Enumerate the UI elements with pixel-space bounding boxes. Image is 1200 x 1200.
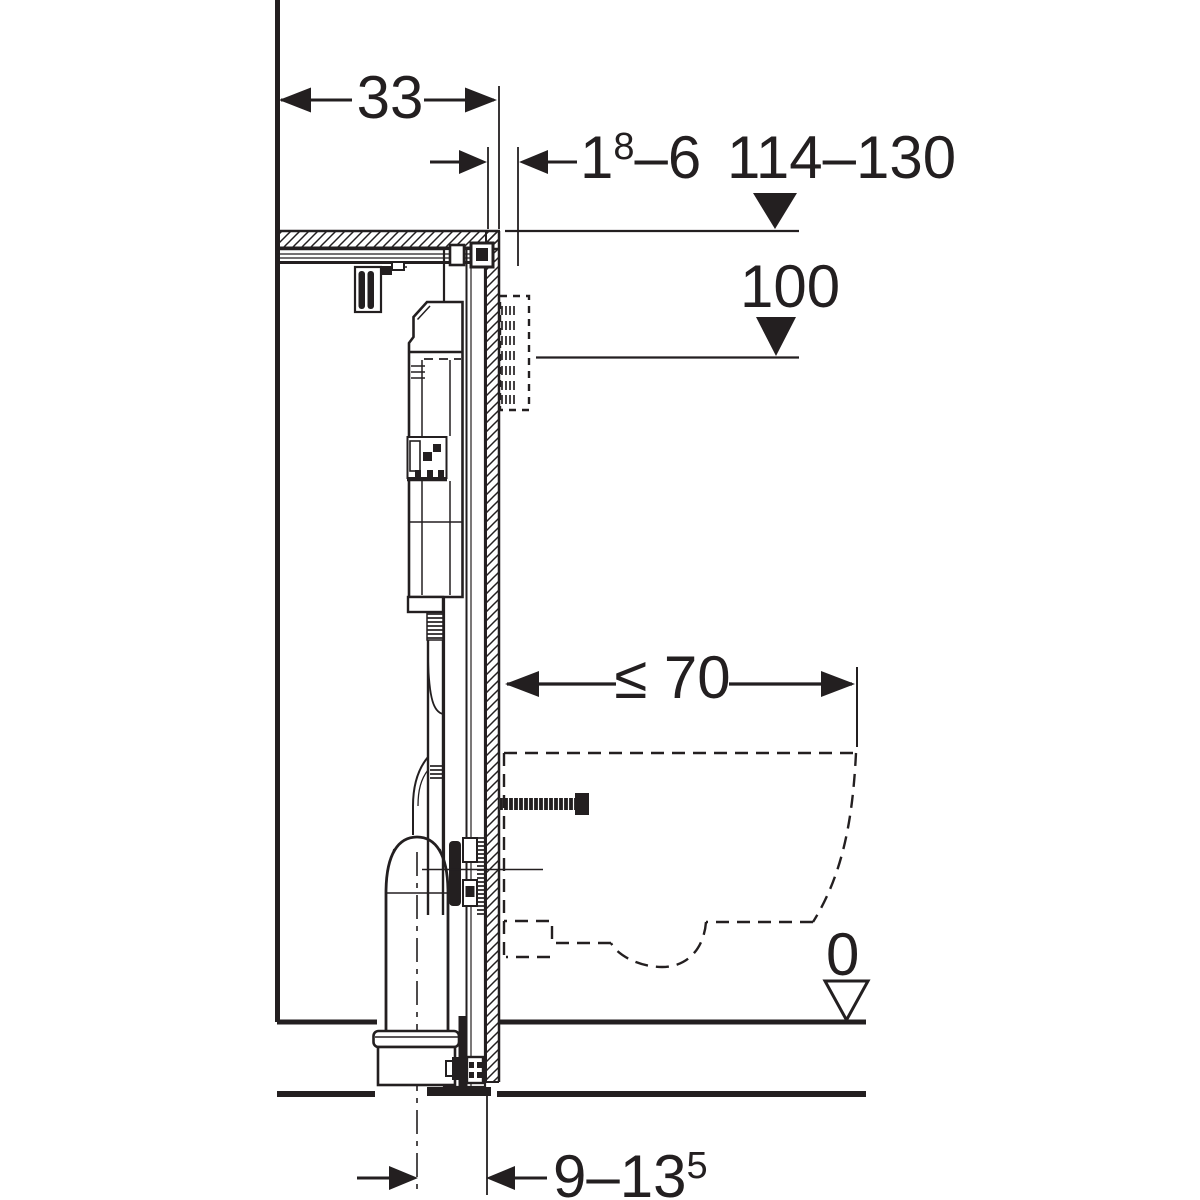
label-outlet-offset: 9–135 — [553, 1143, 708, 1200]
label-cladding-thickness: 18–6 — [580, 124, 702, 191]
wc-pan-outline — [502, 751, 858, 969]
prewall-top-panel — [277, 229, 500, 251]
label-top-edge-height: 114–130 — [727, 124, 957, 191]
wc-fixing-rod — [499, 793, 589, 815]
dimension-floor-level — [822, 979, 871, 1024]
flush-valve — [406, 436, 448, 479]
cistern-outlet-fitting — [406, 595, 445, 641]
dimension-actuator-height — [536, 317, 799, 359]
dimension-bowl-depth — [505, 667, 858, 747]
label-actuator-height: 100 — [740, 253, 841, 320]
arrowhead-left-icon — [519, 150, 548, 174]
concealed-cistern — [406, 300, 464, 599]
rail-connector — [448, 243, 466, 267]
label-frame-depth: 33 — [356, 64, 424, 131]
dimension-outlet-offset — [357, 1095, 547, 1195]
wall-bracket — [353, 261, 407, 314]
front-cladding — [485, 231, 501, 1083]
dimension-top-edge-height — [505, 193, 799, 233]
arrowhead-right-icon — [821, 671, 855, 697]
label-bowl-depth: ≤ 70 — [614, 644, 731, 711]
level-marker-filled-icon — [753, 193, 797, 229]
arrowhead-left-icon — [505, 671, 539, 697]
level-marker-filled-icon — [756, 317, 796, 356]
mounting-rail — [277, 241, 495, 269]
dimension-cladding-thickness — [430, 147, 577, 266]
arrowhead-left-icon — [486, 1166, 515, 1190]
label-floor-level: 0 — [826, 921, 860, 988]
actuator-opening — [498, 294, 531, 412]
arrowhead-right-icon — [389, 1166, 418, 1190]
pipe-clamp — [462, 836, 485, 916]
arrowhead-left-icon — [279, 87, 311, 113]
level-marker-open-icon — [822, 979, 871, 1024]
frame-foot — [427, 1016, 491, 1096]
arrowhead-right-icon — [465, 87, 497, 113]
arrowhead-right-icon — [459, 150, 487, 174]
dimension-frame-depth — [279, 86, 500, 229]
drain-socket — [372, 1029, 461, 1087]
pipe-sleeve — [449, 841, 461, 906]
